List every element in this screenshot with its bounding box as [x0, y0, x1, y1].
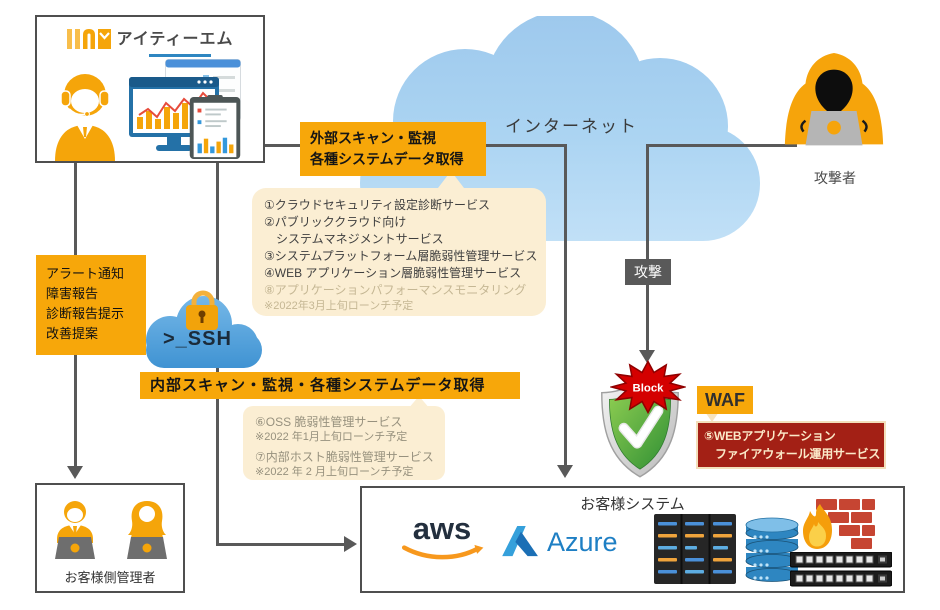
internal-services-box: ⑥OSS 脆弱性管理サービス ※2022 年1月上旬ローンチ予定 ⑦内部ホスト脆… — [243, 406, 445, 480]
azure-logo-text: Azure — [547, 526, 618, 557]
alert-line: 障害報告 — [46, 286, 99, 301]
itm-logo-icon — [66, 29, 111, 49]
customer-admin-label: お客様側管理者 — [64, 570, 156, 585]
service-launch-note: ※2022年3月上旬ローンチ予定 — [264, 300, 414, 312]
ssh-label: >_SSH — [163, 328, 232, 350]
block-label: Block — [632, 383, 664, 395]
ssh-cloud — [146, 290, 262, 368]
aws-logo-text: aws — [412, 511, 472, 546]
database-icon — [745, 517, 799, 582]
block-starburst: Block — [610, 360, 686, 414]
aws-logo: aws — [396, 511, 488, 562]
arrowhead-external — [557, 465, 573, 478]
external-services-box: ①クラウドセキュリティ設定診断サービス ②パブリッククラウド向け システムマネジ… — [252, 188, 546, 316]
itm-box: アイティーエム — [35, 15, 265, 163]
admin-woman — [127, 501, 167, 559]
customer-admin-box: お客様側管理者 — [35, 483, 185, 593]
service-launch-note: ※2022 年1月上旬ローンチ予定 — [255, 431, 408, 443]
itm-logo-row: アイティーエム — [37, 25, 263, 49]
service-item: システムマネジメントサービス — [264, 232, 444, 246]
arrowhead-alert — [67, 466, 83, 479]
alert-line: 診断報告提示 — [46, 306, 125, 321]
service-item: ①クラウドセキュリティ設定診断サービス — [264, 198, 491, 212]
azure-logo: Azure — [502, 526, 618, 558]
customer-system-title: お客様システム — [580, 496, 685, 513]
lock-icon — [186, 290, 218, 330]
attacker-icon — [784, 52, 884, 146]
attack-label: 攻撃 — [625, 259, 671, 285]
external-scan-line1: 外部スキャン・監視 — [310, 130, 436, 146]
alert-line: アラート通知 — [46, 266, 125, 281]
service-item-upcoming: ⑥OSS 脆弱性管理サービス — [255, 415, 403, 429]
waf-service-box: ⑤WEBアプリケーション ファイアウォール運用サービス — [696, 421, 886, 469]
customer-system-box: お客様システム aws Azure — [360, 486, 905, 593]
line-internal-horizontal — [216, 543, 346, 546]
waf-service-line1: ⑤WEBアプリケーション — [704, 429, 836, 443]
itm-logo-text: アイティーエム — [116, 31, 234, 48]
internet-label: インターネット — [505, 117, 638, 136]
arrowhead-internal — [344, 536, 357, 552]
alert-report-box: アラート通知 障害報告 診断報告提示 改善提案 — [36, 255, 146, 355]
service-item: ④WEB アプリケーション層脆弱性管理サービス — [264, 266, 522, 280]
admin-users-illustration — [55, 501, 167, 559]
azure-logo-icon — [502, 526, 538, 557]
alert-line: 改善提案 — [46, 326, 99, 341]
external-scan-label: 外部スキャン・監視 各種システムデータ取得 — [300, 122, 486, 176]
arrowhead-attack — [639, 350, 655, 363]
firewall-icon — [803, 499, 875, 549]
server-rack-icon — [654, 514, 736, 584]
service-item-upcoming: ⑦内部ホスト脆弱性管理サービス — [255, 450, 434, 464]
attacker-label: 攻撃者 — [814, 170, 856, 186]
line-external-vertical — [564, 144, 567, 466]
waf-label: WAF — [697, 386, 753, 414]
waf-service-line2: ファイアウォール運用サービス — [715, 447, 881, 461]
clipboard-report-illustration — [189, 95, 241, 160]
line-attack-vertical — [646, 144, 649, 352]
admin-man — [55, 501, 95, 559]
external-scan-line2: 各種システムデータ取得 — [310, 151, 464, 167]
network-switch-icon — [790, 552, 892, 587]
support-agent-illustration — [55, 74, 115, 161]
internal-scan-banner: 内部スキャン・監視・各種システムデータ取得 — [140, 372, 520, 399]
internal-services-pointer — [408, 396, 430, 409]
itm-logo-underline — [149, 54, 211, 57]
aws-smile-icon — [401, 544, 484, 560]
service-launch-note: ※2022 年 2 月上旬ローンチ予定 — [255, 466, 414, 478]
service-item: ②パブリッククラウド向け — [264, 215, 407, 229]
service-item: ③システムプラットフォーム層脆弱性管理サービス — [264, 249, 538, 263]
service-item-upcoming: ⑧アプリケーションパフォーマンスモニタリング — [264, 283, 527, 297]
line-attack-horizontal — [647, 144, 797, 147]
